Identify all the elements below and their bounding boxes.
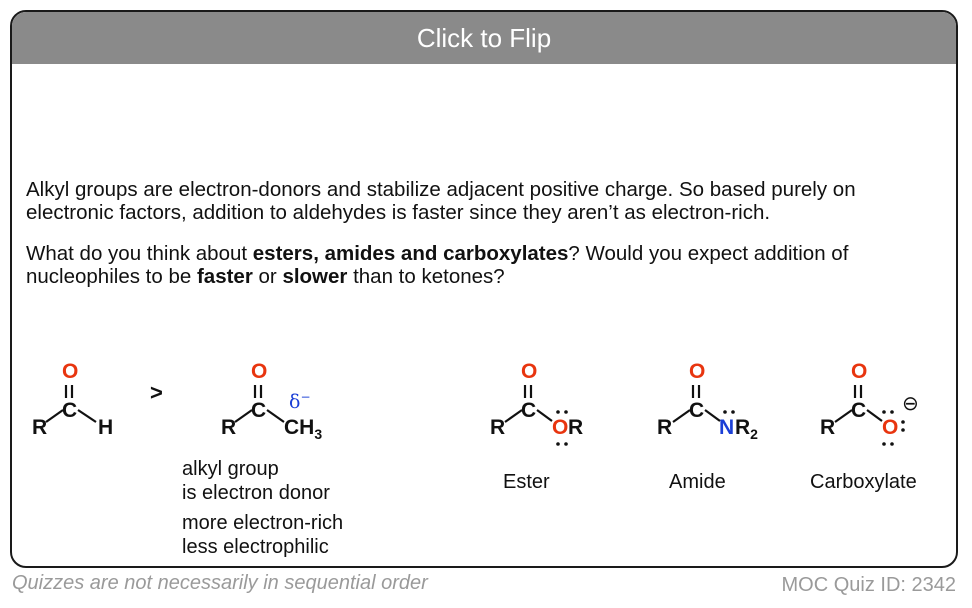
ester-bond-left — [504, 409, 523, 423]
amide-bond-right — [704, 409, 721, 422]
caption-line: alkyl group — [182, 458, 279, 480]
aldehyde-bond-left — [45, 409, 64, 423]
ketone-caption: alkyl group is electron donor more elect… — [182, 457, 343, 559]
carboxylate-structure: O C R O ⊖ — [820, 360, 919, 446]
ketone-bond-left — [234, 409, 253, 423]
aldehyde-hydrogen: H — [98, 416, 113, 439]
negative-charge-icon: ⊖ — [902, 391, 919, 415]
ketone-carbon: C — [251, 399, 266, 422]
amide-bond-left — [672, 409, 691, 423]
emphasis-text: faster — [196, 265, 253, 288]
paragraph-text: or — [252, 265, 283, 288]
question-paragraph: What do you think about esters, amides a… — [26, 242, 946, 288]
aldehyde-r-group: R — [32, 416, 47, 439]
explanation-paragraph: Alkyl groups are electron-donors and sta… — [26, 178, 856, 224]
carboxylate-bond-left — [834, 409, 853, 423]
amide-carbon: C — [689, 399, 704, 422]
ketone-oxygen: O — [251, 360, 267, 383]
ester-carbon: C — [521, 399, 536, 422]
aldehyde-structure: O C R H — [32, 360, 113, 439]
ester-or-group: R — [568, 416, 583, 439]
amide-oxygen: O — [689, 360, 705, 383]
amide-nr2-group: R2 — [735, 416, 758, 442]
carboxylate-bond-right — [866, 409, 883, 422]
ketone-structure: O C R CH3 δ− — [221, 360, 322, 442]
carboxylate-r-group: R — [820, 416, 835, 439]
emphasis-text: slower — [282, 265, 348, 288]
aldehyde-carbon: C — [62, 399, 77, 422]
aldehyde-oxygen: O — [62, 360, 78, 383]
flashcard: Click to Flip Alkyl groups are electron-… — [10, 10, 958, 568]
emphasis-text: esters, amides and carboxylates — [252, 242, 569, 265]
paragraph-text: than to ketones? — [347, 265, 505, 288]
ester-r-group: R — [490, 416, 505, 439]
caption-line: is electron donor — [182, 482, 330, 504]
amide-nitrogen: N — [719, 416, 734, 439]
click-to-flip-button[interactable]: Click to Flip — [12, 12, 956, 64]
carboxylate-label: Carboxylate — [810, 471, 917, 493]
ketone-r-group: R — [221, 416, 236, 439]
ester-bond-right — [536, 409, 553, 422]
paragraph-text: ? Would you expect addition of nucleophi… — [26, 242, 849, 288]
ester-oxygen: O — [552, 416, 568, 439]
aldehyde-bond-right — [77, 409, 97, 423]
amide-r-group: R — [657, 416, 672, 439]
ester-structure: O C R O R — [490, 360, 583, 446]
quiz-order-note: Quizzes are not necessarily in sequentia… — [12, 572, 428, 594]
carboxylate-carbon: C — [851, 399, 866, 422]
paragraph-text: What do you think about — [26, 242, 253, 265]
quiz-id: MOC Quiz ID: 2342 — [781, 574, 956, 596]
delta-minus-label: δ− — [289, 390, 311, 413]
caption-line: more electron-rich — [182, 512, 344, 534]
amide-label: Amide — [669, 471, 726, 493]
amide-structure: O C R N R2 — [657, 360, 758, 442]
ketone-methyl: CH3 — [284, 416, 322, 442]
greater-than-sign: > — [150, 380, 163, 405]
carboxylate-carbonyl-oxygen: O — [851, 360, 867, 383]
ester-carbonyl-oxygen: O — [521, 360, 537, 383]
ester-label: Ester — [503, 471, 550, 493]
carboxylate-oxygen: O — [882, 416, 898, 439]
caption-line: less electrophilic — [182, 536, 329, 558]
ketone-bond-right — [266, 409, 285, 423]
